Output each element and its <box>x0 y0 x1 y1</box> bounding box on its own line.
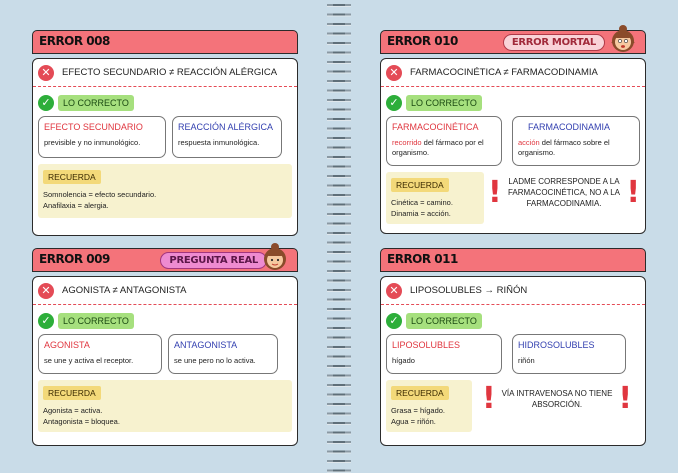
right-concept-box: ANTAGONISTA se une pero no lo activa. <box>168 334 278 374</box>
error-010-card: ✕ FARMACOCINÉTICA ≠ FARMACODINAMIA ✓ LO … <box>380 58 646 234</box>
correct-row: ✓ LO CORRECTO <box>381 305 645 329</box>
check-circle-icon: ✓ <box>386 313 402 329</box>
error-009-card: ✕ AGONISTA ≠ ANTAGONISTA ✓ LO CORRECTO A… <box>32 276 298 446</box>
tab-title: ERROR 009 <box>39 252 110 266</box>
recuerda-label: RECUERDA <box>43 170 101 184</box>
right-concept-desc: acción del fármaco sobre el organismo. <box>518 138 634 158</box>
right-concept-desc: riñón <box>518 356 535 365</box>
right-concept-title: FARMACODINAMIA <box>528 122 611 132</box>
right-concept-box: REACCIÓN ALÉRGICA respuesta inmunológica… <box>172 116 282 158</box>
right-concept-box: HIDROSOLUBLES riñón <box>512 334 626 374</box>
error-008-tab: ERROR 008 <box>32 30 298 54</box>
left-concept-desc: previsible y no inmunológico. <box>44 138 141 147</box>
error-text: FARMACOCINÉTICA ≠ FARMACODINAMIA <box>410 67 598 78</box>
x-circle-icon: ✕ <box>38 282 54 299</box>
error-010-tab: ERROR 010 ERROR MORTAL <box>380 25 646 54</box>
left-concept-text: del fármaco por el organismo. <box>392 138 484 157</box>
check-circle-icon: ✓ <box>38 95 54 111</box>
x-circle-icon: ✕ <box>38 64 54 81</box>
correct-label: LO CORRECTO <box>58 95 134 111</box>
error-text: LIPOSOLUBLES → RIÑÓN <box>410 285 528 296</box>
recuerda-line: Cinética = camino. <box>391 198 453 207</box>
recuerda-label: RECUERDA <box>391 386 449 400</box>
left-concept-title: EFECTO SECUNDARIO <box>44 122 143 132</box>
right-concept-title: ANTAGONISTA <box>174 340 238 350</box>
error-011-card: ✕ LIPOSOLUBLES → RIÑÓN ✓ LO CORRECTO LIP… <box>380 276 646 446</box>
recuerda-line: Agonista = activa. <box>43 406 103 415</box>
right-concept-highlight: acción <box>518 138 540 147</box>
recuerda-line: Grasa = hígado. <box>391 406 445 415</box>
comparison-boxes: FARMACOCINÉTICA recorrido del fármaco po… <box>381 111 645 166</box>
worried-girl-face-icon <box>611 25 635 52</box>
left-concept-title: FARMACOCINÉTICA <box>392 122 479 132</box>
warning-text: VÍA INTRAVENOSA NO TIENE ABSORCIÓN. <box>501 389 613 409</box>
error-mortal-badge: ERROR MORTAL <box>502 34 605 51</box>
left-concept-desc: se une y activa el receptor. <box>44 356 134 365</box>
left-concept-highlight: recorrido <box>392 138 422 147</box>
comparison-boxes: EFECTO SECUNDARIO previsible y no inmuno… <box>33 111 297 158</box>
recuerda-box: RECUERDA Grasa = hígado. Agua = riñón. <box>386 380 472 432</box>
exclamation-icon: ! <box>488 174 502 210</box>
comparison-boxes: LIPOSOLUBLES hígado HIDROSOLUBLES riñón <box>381 329 645 374</box>
right-concept-box: FARMACODINAMIA acción del fármaco sobre … <box>512 116 640 166</box>
check-circle-icon: ✓ <box>38 313 54 329</box>
recuerda-line: Agua = riñón. <box>391 417 436 426</box>
error-statement: ✕ AGONISTA ≠ ANTAGONISTA <box>33 277 297 305</box>
correct-row: ✓ LO CORRECTO <box>33 305 297 329</box>
x-circle-icon: ✕ <box>386 64 402 81</box>
correct-label: LO CORRECTO <box>406 95 482 111</box>
error-statement: ✕ EFECTO SECUNDARIO ≠ REACCIÓN ALÉRGICA <box>33 59 297 87</box>
warning-note: ! VÍA INTRAVENOSA NO TIENE ABSORCIÓN. ! <box>472 380 640 414</box>
warning-note: ! LADME CORRESPONDE A LA FARMACOCINÉTICA… <box>484 172 640 209</box>
recuerda-line: Antagonista = bloquea. <box>43 417 120 426</box>
x-circle-icon: ✕ <box>386 282 402 299</box>
recuerda-label: RECUERDA <box>43 386 101 400</box>
notebook-spiral-binding <box>327 0 351 473</box>
left-concept-box: EFECTO SECUNDARIO previsible y no inmuno… <box>38 116 166 158</box>
right-concept-text: del fármaco sobre el organismo. <box>518 138 610 157</box>
recuerda-box: RECUERDA Somnolencia = efecto secundario… <box>38 164 292 218</box>
left-concept-desc: recorrido del fármaco por el organismo. <box>392 138 496 158</box>
tab-title: ERROR 011 <box>387 252 458 266</box>
recuerda-box: RECUERDA Agonista = activa. Antagonista … <box>38 380 292 432</box>
exclamation-icon: ! <box>626 174 640 210</box>
correct-row: ✓ LO CORRECTO <box>33 87 297 111</box>
check-circle-icon: ✓ <box>386 95 402 111</box>
right-concept-desc: respuesta inmunológica. <box>178 138 260 147</box>
right-concept-title: HIDROSOLUBLES <box>518 340 595 350</box>
left-concept-title: AGONISTA <box>44 340 90 350</box>
recuerda-line: Dinamia = acción. <box>391 209 451 218</box>
recuerda-line: Anafilaxia = alergia. <box>43 201 109 210</box>
error-011-tab: ERROR 011 <box>380 248 646 272</box>
tab-title: ERROR 008 <box>39 34 110 48</box>
error-statement: ✕ LIPOSOLUBLES → RIÑÓN <box>381 277 645 305</box>
recuerda-warning-row: RECUERDA Grasa = hígado. Agua = riñón. !… <box>386 380 640 432</box>
error-statement: ✕ FARMACOCINÉTICA ≠ FARMACODINAMIA <box>381 59 645 87</box>
right-concept-title: REACCIÓN ALÉRGICA <box>178 122 274 132</box>
left-concept-box: FARMACOCINÉTICA recorrido del fármaco po… <box>386 116 502 166</box>
error-text: AGONISTA ≠ ANTAGONISTA <box>62 285 187 296</box>
exclamation-icon: ! <box>482 381 496 416</box>
left-concept-desc: hígado <box>392 356 415 365</box>
exclamation-icon: ! <box>618 381 632 416</box>
recuerda-warning-row: RECUERDA Cinética = camino. Dinamia = ac… <box>386 172 640 224</box>
correct-label: LO CORRECTO <box>58 313 134 329</box>
recuerda-line: Somnolencia = efecto secundario. <box>43 190 157 199</box>
left-concept-title: LIPOSOLUBLES <box>392 340 461 350</box>
girl-face-icon <box>264 243 286 270</box>
left-concept-box: LIPOSOLUBLES hígado <box>386 334 502 374</box>
right-concept-desc: se une pero no lo activa. <box>174 356 256 365</box>
error-009-tab: ERROR 009 PREGUNTA REAL <box>32 243 298 272</box>
left-concept-box: AGONISTA se une y activa el receptor. <box>38 334 162 374</box>
correct-row: ✓ LO CORRECTO <box>381 87 645 111</box>
error-text: EFECTO SECUNDARIO ≠ REACCIÓN ALÉRGICA <box>62 67 278 78</box>
recuerda-label: RECUERDA <box>391 178 449 192</box>
recuerda-box: RECUERDA Cinética = camino. Dinamia = ac… <box>386 172 484 224</box>
comparison-boxes: AGONISTA se une y activa el receptor. AN… <box>33 329 297 374</box>
correct-label: LO CORRECTO <box>406 313 482 329</box>
pregunta-real-badge: PREGUNTA REAL <box>160 252 267 269</box>
warning-text: LADME CORRESPONDE A LA FARMACOCINÉTICA, … <box>507 177 621 208</box>
error-008-card: ✕ EFECTO SECUNDARIO ≠ REACCIÓN ALÉRGICA … <box>32 58 298 236</box>
tab-title: ERROR 010 <box>387 34 458 48</box>
